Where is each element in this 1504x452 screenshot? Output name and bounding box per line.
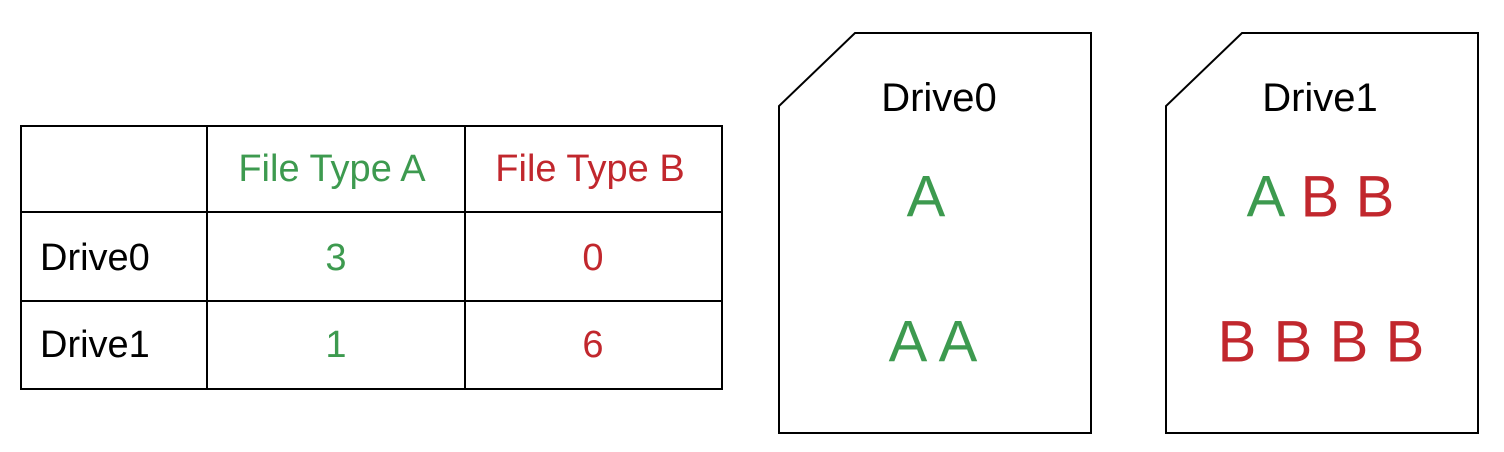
table-row-label-drive0: Drive0 — [40, 237, 150, 279]
table-header-row: File Type A File Type B — [238, 148, 684, 190]
table-row: Drive1 1 6 — [40, 324, 604, 366]
file-letter: B — [1301, 165, 1340, 230]
file-row: B B B B — [1218, 310, 1425, 375]
file-letter: B — [1274, 310, 1313, 375]
file-letter: B — [1356, 165, 1395, 230]
table-header-file-type-a: File Type A — [238, 148, 426, 190]
drive-title: Drive0 — [881, 76, 997, 120]
table-border — [20, 125, 723, 390]
drive-title: Drive1 — [1262, 76, 1378, 120]
file-letter: A — [889, 310, 928, 375]
table-row: Drive0 3 0 — [40, 237, 604, 279]
file-letter: B — [1218, 310, 1257, 375]
file-letter: B — [1386, 310, 1425, 375]
drive-card-drive0: Drive0 A A A — [778, 32, 1092, 434]
file-letter: A — [939, 310, 978, 375]
file-letter: B — [1330, 310, 1369, 375]
table-cell-drive1-type-a: 1 — [325, 324, 346, 366]
table-cell-drive0-type-b: 0 — [582, 237, 603, 279]
file-row: A A — [889, 310, 978, 375]
file-letter: A — [1247, 165, 1286, 230]
file-count-table — [20, 125, 723, 390]
table-row-label-drive1: Drive1 — [40, 324, 150, 366]
file-row: A B B — [1247, 165, 1395, 230]
storage-card-icon — [1165, 32, 1479, 434]
table-cell-drive0-type-a: 3 — [325, 237, 346, 279]
file-row: A — [907, 165, 946, 230]
table-header-file-type-b: File Type B — [495, 148, 684, 190]
file-letter: A — [907, 165, 946, 230]
table-cell-drive1-type-b: 6 — [582, 324, 603, 366]
drive-card-drive1: Drive1 A B B B B B B — [1165, 32, 1479, 434]
storage-card-icon — [778, 32, 1092, 434]
